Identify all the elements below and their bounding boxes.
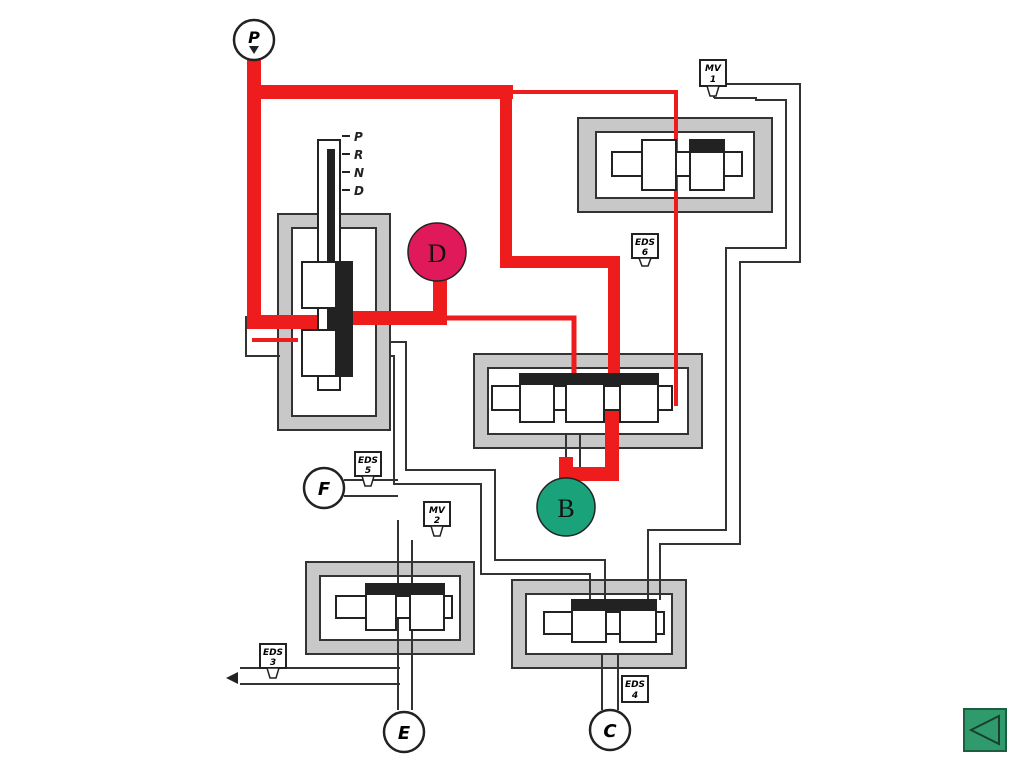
valve-eds5: EDS 5 bbox=[354, 451, 382, 487]
svg-text:E: E bbox=[398, 723, 411, 744]
triangle-left-icon bbox=[968, 714, 1000, 746]
oil-channels bbox=[240, 83, 801, 710]
svg-text:EDS: EDS bbox=[635, 238, 655, 248]
valve-eds4: EDS 4 bbox=[621, 675, 649, 703]
outlet-arrow-icon bbox=[226, 672, 238, 684]
selector-scale: P R N D bbox=[342, 130, 364, 198]
selector-position-label: R bbox=[354, 148, 363, 162]
valve-eds3: EDS 3 bbox=[259, 643, 287, 679]
callout-b: B bbox=[536, 477, 596, 537]
svg-text:5: 5 bbox=[365, 466, 371, 476]
callout-d: D bbox=[407, 222, 467, 282]
selector-position-label: D bbox=[354, 184, 364, 198]
selector-position-label: P bbox=[354, 130, 363, 144]
svg-text:B: B bbox=[557, 494, 574, 523]
svg-text:EDS: EDS bbox=[358, 456, 378, 466]
port-pump: P bbox=[232, 18, 276, 62]
svg-text:MV: MV bbox=[429, 506, 446, 516]
svg-text:MV: MV bbox=[705, 64, 722, 74]
svg-text:EDS: EDS bbox=[625, 680, 645, 690]
svg-text:1: 1 bbox=[710, 75, 716, 85]
svg-text:P: P bbox=[248, 28, 260, 47]
svg-text:3: 3 bbox=[270, 658, 276, 668]
svg-text:2: 2 bbox=[434, 516, 440, 526]
svg-text:C: C bbox=[603, 721, 617, 742]
svg-text:6: 6 bbox=[642, 248, 648, 258]
svg-text:D: D bbox=[428, 239, 447, 268]
port-f: F bbox=[302, 466, 346, 510]
pressure-lines bbox=[247, 55, 678, 481]
valve-spools bbox=[301, 139, 743, 643]
valve-eds6: EDS 6 bbox=[631, 233, 659, 267]
svg-text:EDS: EDS bbox=[263, 648, 283, 658]
valve-mv2: MV 2 bbox=[423, 501, 451, 537]
valve-mv1: MV 1 bbox=[699, 59, 727, 97]
port-e: E bbox=[382, 710, 426, 754]
svg-text:4: 4 bbox=[631, 691, 638, 701]
svg-text:F: F bbox=[318, 479, 331, 500]
back-button[interactable] bbox=[963, 708, 1007, 752]
selector-position-label: N bbox=[354, 166, 364, 180]
port-c: C bbox=[588, 708, 632, 752]
